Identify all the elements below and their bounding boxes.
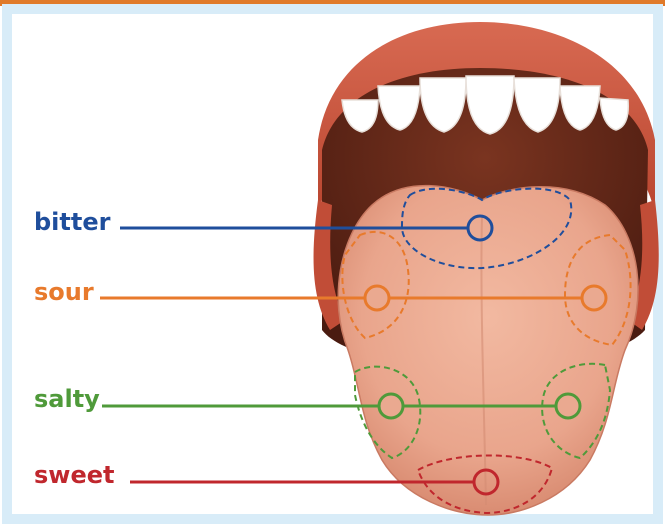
sour-label: sour: [34, 278, 94, 306]
salty-label: salty: [34, 385, 100, 413]
bitter-label: bitter: [34, 208, 111, 236]
sweet-label: sweet: [34, 461, 114, 489]
